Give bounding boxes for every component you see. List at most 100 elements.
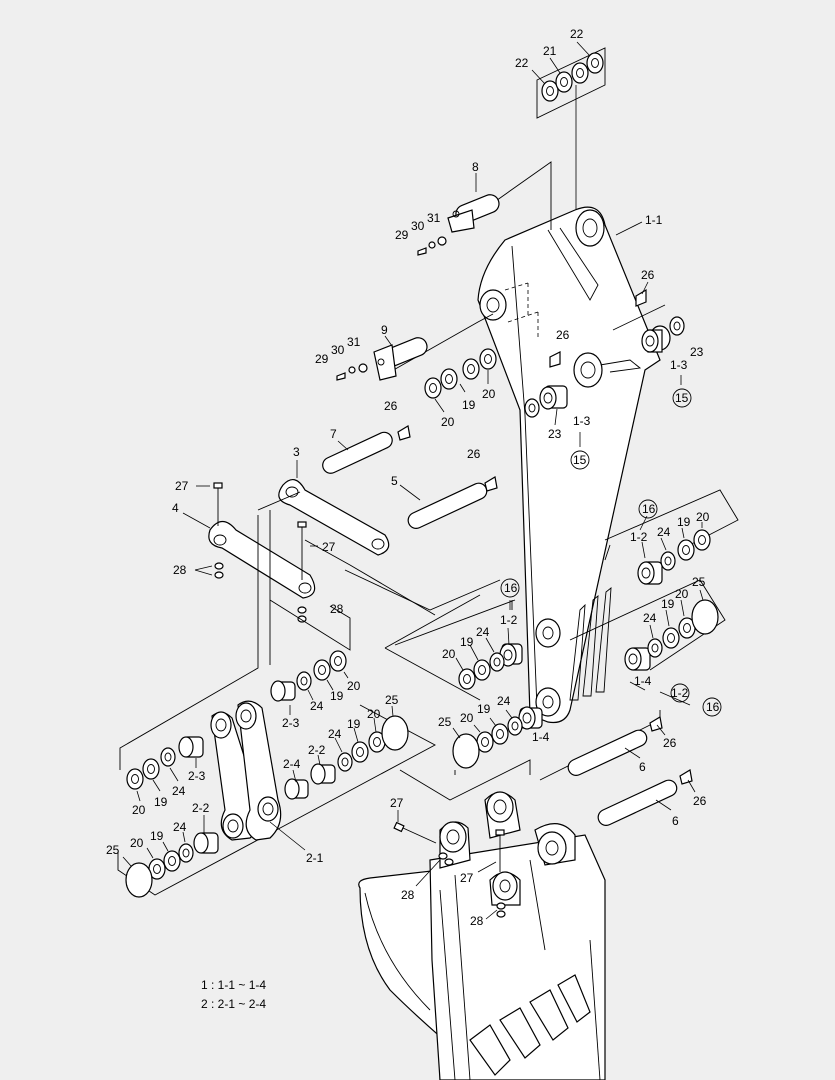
callout-20j: 20 xyxy=(130,836,144,850)
callout-24f: 24 xyxy=(328,727,342,741)
callout-6b: 6 xyxy=(672,814,679,828)
callout-27b: 27 xyxy=(322,540,336,554)
callout-24g: 24 xyxy=(172,784,186,798)
callout-25a: 25 xyxy=(692,575,706,589)
callout-19a: 19 xyxy=(462,398,476,412)
callout-19g: 19 xyxy=(347,717,361,731)
callout-9: 9 xyxy=(381,323,388,337)
callout-26a: 26 xyxy=(641,268,655,282)
link-4 xyxy=(182,482,318,623)
callout-15b: 15 xyxy=(573,453,587,467)
callout-20a: 20 xyxy=(482,387,496,401)
washer-group-1-4-lower xyxy=(452,681,691,769)
pin-8-group xyxy=(417,161,552,256)
callout-31a: 31 xyxy=(427,211,441,225)
callout-30a: 30 xyxy=(411,219,425,233)
callout-7: 7 xyxy=(330,427,337,441)
legend-line-2: 2 : 2-1 ~ 2-4 xyxy=(201,997,267,1011)
callout-2-4: 2-4 xyxy=(283,757,301,771)
callout-24b: 24 xyxy=(643,611,657,625)
callout-16c: 16 xyxy=(706,700,720,714)
callout-20g: 20 xyxy=(460,711,474,725)
callout-21: 21 xyxy=(543,44,557,58)
callout-1-2b: 1-2 xyxy=(500,613,518,627)
callout-20d: 20 xyxy=(675,587,689,601)
callout-29b: 29 xyxy=(315,352,329,366)
bushing-2-3-lower xyxy=(126,736,204,802)
link-3 xyxy=(278,460,390,556)
callout-24d: 24 xyxy=(310,699,324,713)
callout-1-3a: 1-3 xyxy=(670,358,688,372)
callout-19i: 19 xyxy=(150,829,164,843)
callout-20f: 20 xyxy=(347,679,361,693)
callout-4: 4 xyxy=(172,501,179,515)
washer-group-1-2-mid-right xyxy=(624,589,719,671)
callout-20h: 20 xyxy=(367,707,381,721)
callout-1-2c: 1-2 xyxy=(671,686,689,700)
callout-25c: 25 xyxy=(385,693,399,707)
pin-5 xyxy=(399,476,498,529)
bushing-2-3-upper xyxy=(270,650,349,715)
pin-6-upper xyxy=(567,716,666,776)
callout-2-1: 2-1 xyxy=(306,851,324,865)
callout-3: 3 xyxy=(293,445,300,459)
callout-31b: 31 xyxy=(347,335,361,349)
callout-30b: 30 xyxy=(331,343,345,357)
callout-2-3a: 2-3 xyxy=(282,716,300,730)
callout-8: 8 xyxy=(472,160,479,174)
washer-group-19-20-upper xyxy=(424,348,497,413)
callout-1-1: 1-1 xyxy=(645,213,663,227)
pin-9-group xyxy=(336,313,494,381)
callout-28b: 28 xyxy=(330,602,344,616)
callout-20i: 20 xyxy=(132,803,146,817)
callout-2-3b: 2-3 xyxy=(188,769,206,783)
callout-1-2a: 1-2 xyxy=(630,530,648,544)
callout-1-3b: 1-3 xyxy=(573,414,591,428)
callout-19e: 19 xyxy=(330,689,344,703)
callout-22b: 22 xyxy=(570,27,584,41)
link-2-1 xyxy=(210,700,306,851)
callout-26e: 26 xyxy=(663,736,677,750)
bushing-2-2-lower xyxy=(122,815,219,898)
legend-line-1: 1 : 1-1 ~ 1-4 xyxy=(201,978,267,992)
callout-29a: 29 xyxy=(395,228,409,242)
callout-28c: 28 xyxy=(401,888,415,902)
callout-19d: 19 xyxy=(460,635,474,649)
callout-26c: 26 xyxy=(384,399,398,413)
callout-1-4b: 1-4 xyxy=(532,730,550,744)
callout-19b: 19 xyxy=(677,515,691,529)
washer-group-1-2-upper-right xyxy=(637,515,711,585)
callout-19c: 19 xyxy=(661,597,675,611)
pin-6-lower xyxy=(597,769,696,826)
reference-circles xyxy=(500,388,722,717)
callout-26b: 26 xyxy=(556,328,570,342)
callout-15a: 15 xyxy=(675,391,689,405)
callout-20c: 20 xyxy=(696,510,710,524)
arm-1-1 xyxy=(477,206,661,724)
washer-group-1-2-mid-left xyxy=(455,600,523,690)
callout-23b: 23 xyxy=(548,427,562,441)
callout-24e: 24 xyxy=(497,694,511,708)
callout-1-4a: 1-4 xyxy=(634,674,652,688)
callout-24c: 24 xyxy=(476,625,490,639)
callout-19h: 19 xyxy=(154,795,168,809)
callout-labels: 22 21 22 8 29 30 31 1-1 26 23 1-3 15 9 2… xyxy=(106,27,720,928)
callout-2-2b: 2-2 xyxy=(192,801,210,815)
callout-16a: 16 xyxy=(642,502,656,516)
callout-27c: 27 xyxy=(390,796,404,810)
callout-6a: 6 xyxy=(639,760,646,774)
callout-20e: 20 xyxy=(442,647,456,661)
bushing-1-3-center xyxy=(524,351,581,447)
callout-24h: 24 xyxy=(173,820,187,834)
pin-7 xyxy=(322,425,411,474)
callout-22a: 22 xyxy=(515,56,529,70)
callout-16b: 16 xyxy=(504,581,518,595)
callout-19f: 19 xyxy=(477,702,491,716)
callout-27a: 27 xyxy=(175,479,189,493)
callout-5: 5 xyxy=(391,474,398,488)
bushing-2-4-and-2-2-mid xyxy=(284,705,409,800)
callout-25b: 25 xyxy=(438,715,452,729)
callout-23a: 23 xyxy=(690,345,704,359)
